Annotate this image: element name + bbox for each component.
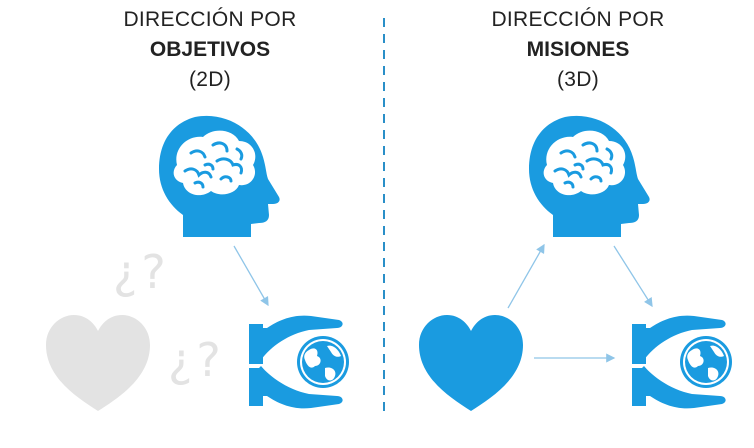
left-brain-head-icon [157, 114, 282, 239]
right-arrow-heart-to-head [507, 243, 545, 309]
right-title-line3: (3D) [556, 68, 600, 91]
right-panel-title: DIRECCIÓN POR MISIONES (3D) [428, 5, 728, 95]
right-brain-head-icon [527, 114, 652, 239]
left-panel-title: DIRECCIÓN POR OBJETIVOS (2D) [60, 5, 360, 95]
left-hands-holding-globe-icon [249, 315, 349, 409]
right-hands-holding-globe-icon [632, 315, 732, 409]
left-title-line1: DIRECCIÓN POR [123, 8, 297, 31]
right-arrow-head-to-globe [613, 245, 653, 308]
left-heart-icon-inactive [46, 315, 150, 411]
left-arrow-head-to-globe [233, 245, 269, 307]
left-title-line2: OBJETIVOS [149, 38, 271, 61]
right-title-line2: MISIONES [526, 38, 630, 61]
left-title-line3: (2D) [188, 68, 232, 91]
question-mark-bottom: ¿? [168, 333, 225, 387]
right-heart-icon [419, 315, 523, 411]
question-mark-top: ¿? [113, 245, 170, 299]
right-title-line1: DIRECCIÓN POR [491, 8, 665, 31]
